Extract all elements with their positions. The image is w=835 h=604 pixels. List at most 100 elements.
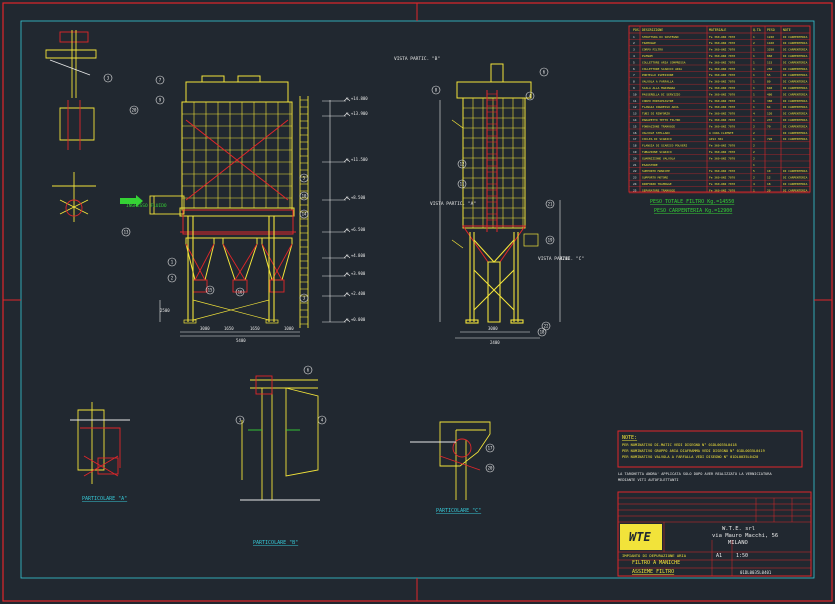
parts-cell: 237 <box>767 118 772 122</box>
note-line: PER NOMINATIVO VALVOLA A FARFALLA VEDI D… <box>622 455 758 459</box>
svg-text:20: 20 <box>488 466 493 471</box>
parts-cell: SCALA ALLA MARINARA <box>642 86 675 90</box>
parts-cell: DI CARPENTERIA <box>783 80 808 84</box>
svg-text:8: 8 <box>435 88 438 93</box>
parts-cell: 20 <box>767 188 771 192</box>
parts-cell: DI CARPENTERIA <box>783 169 808 173</box>
parts-cell: COLLETTORE SCARICO ARIA <box>642 67 682 71</box>
parts-cell: PLENUM <box>642 54 653 58</box>
parts-cell: RINFORZO TRAMOGGE <box>642 182 672 186</box>
svg-text:5: 5 <box>303 176 306 181</box>
side-label-top: VISTA PARTIC. "B" <box>394 56 440 62</box>
parts-cell: 1 <box>753 163 755 167</box>
detail-a-drawing[interactable] <box>70 402 130 484</box>
elevation-label: ▽ +13.900 <box>346 111 368 116</box>
parts-cell: 1 <box>753 35 755 39</box>
svg-text:15: 15 <box>208 288 213 293</box>
parts-cell: 2 <box>753 124 755 128</box>
parts-cell: 3250 <box>767 48 774 52</box>
svg-text:13: 13 <box>124 230 129 235</box>
elevation-label: ▽ +0.000 <box>346 317 366 322</box>
parts-cell: 4 <box>753 182 755 186</box>
parts-cell: 7 <box>633 73 635 77</box>
callout-balloon: 4 <box>525 91 535 101</box>
parts-cell: Fe 360-UNI 7070 <box>709 73 735 77</box>
callout-balloon: 6 <box>539 67 549 77</box>
parts-list-table[interactable] <box>628 25 811 193</box>
elevation-label: ▽ +8.500 <box>346 195 366 200</box>
parts-cell: 19 <box>633 150 637 154</box>
detail-top-left[interactable] <box>45 30 97 222</box>
parts-cell: 5 <box>633 60 635 64</box>
parts-cell: Fe 360-UNI 7070 <box>709 86 735 90</box>
parts-cell: VALVOLE STELLARI <box>642 131 670 135</box>
parts-cell: Fe 360-UNI 7070 <box>709 156 735 160</box>
parts-cell: PASSERELLA DI SERVIZIO <box>642 92 681 96</box>
parts-header-cell: NOTE <box>783 28 791 32</box>
parts-cell: DI CARPENTERIA <box>783 131 808 135</box>
parts-cell: 1 <box>753 48 755 52</box>
parts-cell: CORPO FILTRO <box>642 48 663 52</box>
parts-header-cell: DESCRIZIONE <box>642 28 663 32</box>
parts-cell: Fe 360-UNI 7070 <box>709 188 735 192</box>
parts-cell: 23 <box>633 176 637 180</box>
parts-cell: Fe 360-UNI 7070 <box>709 169 735 173</box>
callout-balloon: 21 <box>545 199 555 209</box>
parts-cell: 1 <box>753 60 755 64</box>
parts-cell: 1240 <box>767 35 774 39</box>
parts-header-cell: Q.TA <box>753 28 761 32</box>
callout-balloon: 18 <box>537 327 547 337</box>
callout-balloon: 7 <box>155 75 165 85</box>
svg-text:19: 19 <box>548 238 553 243</box>
frame-center-marks <box>3 3 832 601</box>
parts-cell: DI CARPENTERIA <box>783 188 808 192</box>
parts-cell: 20 <box>633 156 637 160</box>
title-block[interactable] <box>617 491 812 577</box>
parts-cell: Fe 360-UNI 7070 <box>709 176 735 180</box>
parts-cell: 64 <box>767 105 771 109</box>
parts-cell: 14 <box>633 118 637 122</box>
detail-b-drawing[interactable] <box>240 375 320 501</box>
parts-cell: DI CARPENTERIA <box>783 105 808 109</box>
parts-cell: 1 <box>753 67 755 71</box>
svg-text:6: 6 <box>543 70 546 75</box>
dimension-label: 5400 <box>236 338 246 343</box>
svg-text:10: 10 <box>302 194 307 199</box>
parts-cell: STRUTTURA DI SOSTEGNO <box>642 35 679 39</box>
side-view[interactable] <box>439 63 561 339</box>
elevation-label: ▽ +6.500 <box>346 227 366 232</box>
parts-header-cell: MATERIALE <box>709 28 726 32</box>
parts-cell: Fe 360-UNI 7070 <box>709 80 735 84</box>
svg-text:3: 3 <box>107 76 110 81</box>
parts-cell: PARAPETTO TETTO FILTRO <box>642 118 681 122</box>
notes-box <box>617 430 803 468</box>
company-city: MILANO <box>728 540 748 546</box>
side-label-a: VISTA PARTIC. "A" <box>430 201 476 207</box>
callout-balloon: 12 <box>457 159 467 169</box>
parts-cell: TRAMOGGE <box>642 41 656 45</box>
callout-balloon: 15 <box>205 285 215 295</box>
parts-cell: DI CARPENTERIA <box>783 176 808 180</box>
parts-cell: 1 <box>753 92 755 96</box>
front-view[interactable] <box>149 75 351 337</box>
parts-cell: DI CARPENTERIA <box>783 182 808 186</box>
parts-cell: AISI 304 <box>709 137 723 141</box>
svg-text:4: 4 <box>529 94 532 99</box>
parts-cell: 1 <box>753 73 755 77</box>
parts-cell: DI CARPENTERIA <box>783 112 808 116</box>
dimension-label: 1000 <box>284 326 294 331</box>
side-label-c: VISTA PARTIC. "C" <box>538 256 584 262</box>
detail-c-drawing[interactable] <box>410 421 491 500</box>
sheet-size: A1 <box>716 553 722 559</box>
parts-cell: DI CARPENTERIA <box>783 137 808 141</box>
scale: 1:50 <box>736 553 748 559</box>
dimension-label: 2400 <box>490 340 500 345</box>
parts-cell: 1 <box>753 188 755 192</box>
svg-text:11: 11 <box>460 182 465 187</box>
parts-cell: DI CARPENTERIA <box>783 124 808 128</box>
parts-cell: 55 <box>767 73 771 77</box>
parts-cell: Fe 360-UNI 7070 <box>709 118 735 122</box>
parts-cell: FLANGIA DI SCARICO POLVERI <box>642 144 688 148</box>
parts-cell: 1160 <box>767 41 774 45</box>
